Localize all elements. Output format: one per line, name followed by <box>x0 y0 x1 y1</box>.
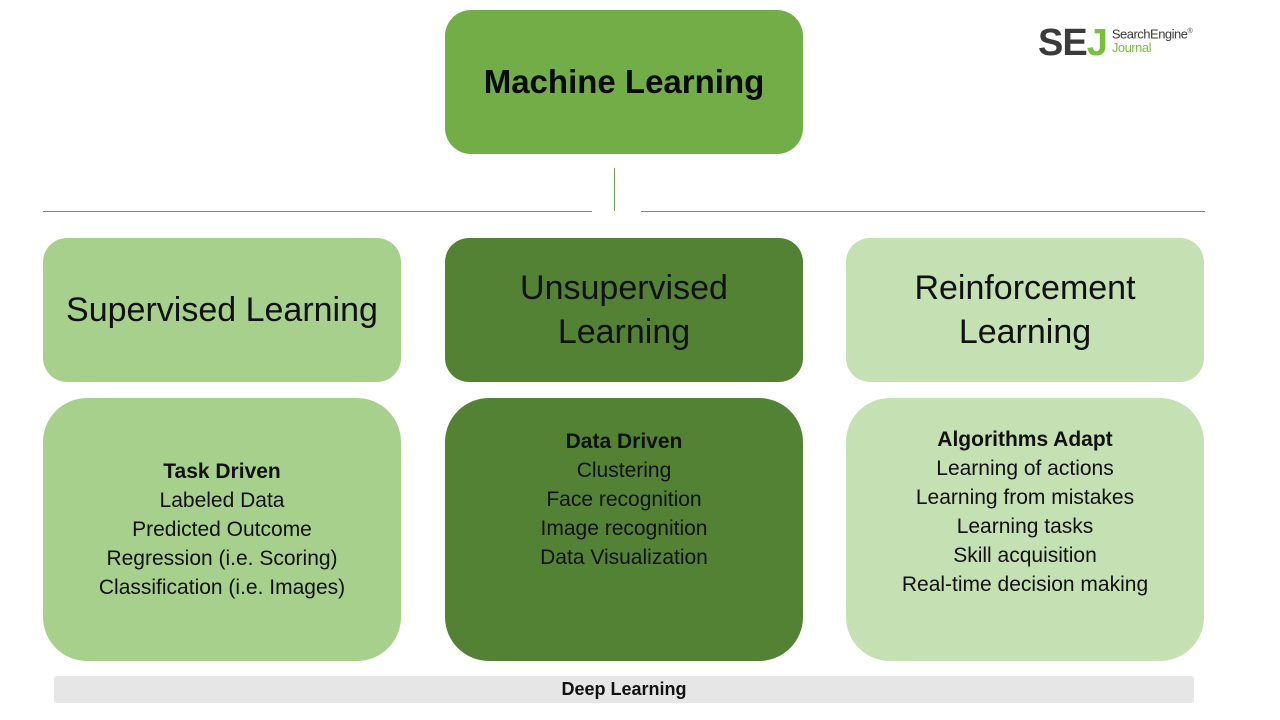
connector-vertical <box>614 168 615 211</box>
supervised-details: Task Driven Labeled Data Predicted Outco… <box>43 398 401 661</box>
machine-learning-node: Machine Learning <box>445 10 803 154</box>
logo-wordmark: SearchEngine® Journal <box>1111 25 1193 56</box>
unsupervised-learning-node: Unsupervised Learning <box>445 238 803 382</box>
detail-item: Labeled Data <box>159 489 285 512</box>
deep-learning-bar: Deep Learning <box>54 676 1194 703</box>
unsupervised-details: Data Driven Clustering Face recognition … <box>445 398 803 661</box>
logo-registered-mark: ® <box>1187 27 1193 35</box>
deep-learning-label: Deep Learning <box>561 679 687 699</box>
detail-item: Learning tasks <box>956 515 1094 538</box>
root-title: Machine Learning <box>483 63 765 100</box>
detail-heading: Task Driven <box>163 460 281 483</box>
logo-mark-j: J <box>1086 22 1108 64</box>
detail-item: Learning of actions <box>936 457 1114 480</box>
detail-item: Clustering <box>576 459 672 482</box>
sej-logo: SE J SearchEngine® Journal <box>1038 22 1208 64</box>
category-title: Supervised Learning <box>66 291 378 329</box>
reinforcement-details: Algorithms Adapt Learning of actions Lea… <box>846 398 1204 661</box>
supervised-learning-node: Supervised Learning <box>43 238 401 382</box>
logo-mark-se: SE <box>1038 22 1088 64</box>
connector-left <box>43 211 592 212</box>
logo-word-journal: Journal <box>1111 40 1152 56</box>
logo-word-searchengine: SearchEngine <box>1111 26 1188 42</box>
detail-heading: Algorithms Adapt <box>937 428 1113 451</box>
detail-heading: Data Driven <box>565 430 683 453</box>
detail-item: Data Visualization <box>540 546 708 569</box>
detail-item: Classification (i.e. Images) <box>98 576 346 599</box>
detail-item: Skill acquisition <box>953 544 1097 567</box>
detail-item: Predicted Outcome <box>132 518 312 541</box>
detail-item: Regression (i.e. Scoring) <box>106 547 338 570</box>
detail-item: Face recognition <box>546 488 702 511</box>
detail-item: Learning from mistakes <box>915 486 1135 509</box>
reinforcement-learning-node: Reinforcement Learning <box>846 238 1204 382</box>
detail-item: Real-time decision making <box>901 573 1149 596</box>
category-title: Unsupervised Learning <box>520 269 728 351</box>
detail-item: Image recognition <box>540 517 708 540</box>
connector-right <box>641 211 1205 212</box>
category-title: Reinforcement Learning <box>914 269 1136 351</box>
